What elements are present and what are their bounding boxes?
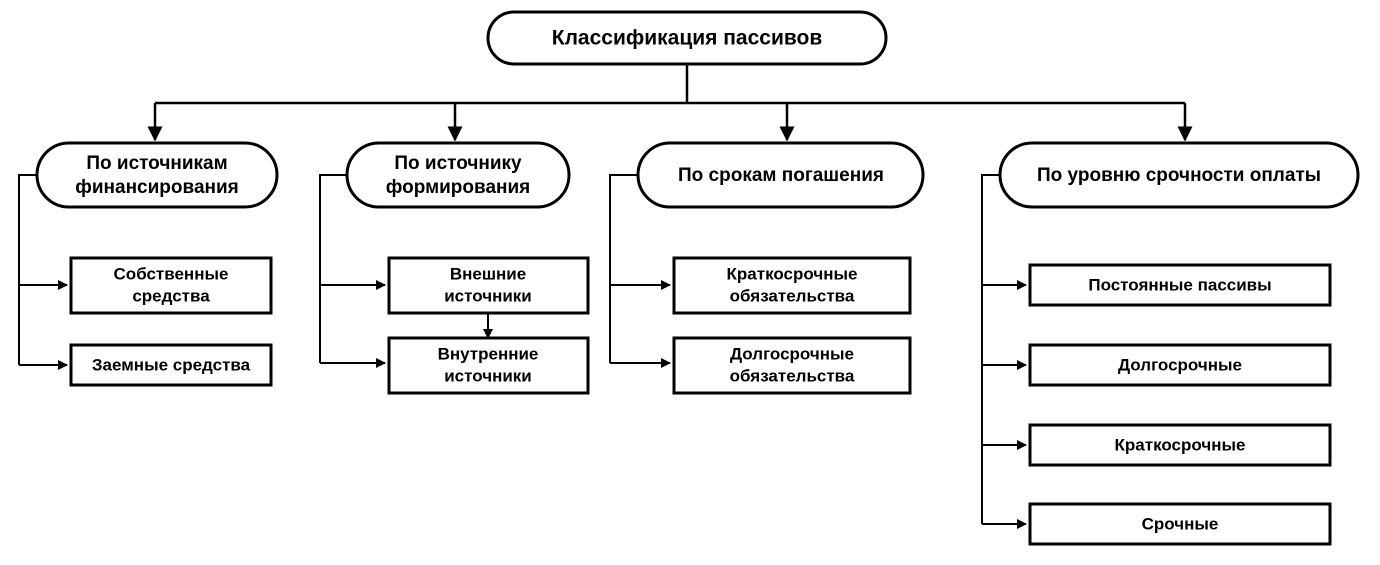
branch-2-spine [319,174,386,368]
branch-2-spine-line [319,174,347,363]
root-connector-bus [147,64,1193,142]
branch-1-child-1-label-line2: средства [132,286,210,305]
branch-4-spine [981,174,1027,529]
branch-1-child-1-shape [69,256,273,315]
root-node[interactable]: Классификация пассивов [486,10,888,66]
branch-1-node[interactable]: По источникам финансирования [35,141,279,209]
branch-2-child-2-shape [387,336,590,395]
branch-4-child-3-shape [1028,423,1332,467]
branch-3-spine-line [609,174,638,363]
branch-1-child-1-label-line1: Собственные [114,264,229,283]
branch-4-child-4-label-line1: Срочные [1142,514,1219,533]
branch-4-child-2-shape [1028,343,1332,387]
branch-3-spine [609,174,671,368]
branch-2-label-line1: По источнику [394,153,522,174]
branch-2-node[interactable]: По источнику формирования [345,141,571,209]
branch-1-child-2[interactable]: Заемные средства [69,343,273,387]
branch-1-child-1[interactable]: Собственные средства [69,256,273,315]
branch-3-label-line1: По срокам погашения [678,165,884,186]
branch-1-spine [18,174,68,370]
branch-2-label-line2: формирования [386,177,531,198]
branch-2-child-1-shape [387,256,590,315]
branch-2-child-1-label-line1: Внешние [450,264,526,283]
branch-2-child-2-label-line2: источники [444,366,532,385]
branch-1-spine-line [18,174,37,365]
branch-4-node[interactable]: По уровню срочности оплаты [998,141,1360,209]
branch-4-label-line1: По уровню срочности оплаты [1037,165,1321,186]
branch-3-child-2-shape [672,336,912,395]
branch-4-child-4-shape [1028,502,1332,546]
branch-4-child-2-label-line1: Долгосрочные [1118,355,1242,374]
branch-3-child-1-shape [672,256,912,315]
branch-4-spine-line [981,174,1000,524]
branch-4-child-4[interactable]: Срочные [1028,502,1332,546]
branch-3-child-1-label-line2: обязательства [730,286,855,305]
branch-3-node[interactable]: По срокам погашения [636,141,925,209]
branch-4-child-3-label-line1: Краткосрочные [1115,435,1246,454]
branch-2-child-2[interactable]: Внутренние источники [387,336,590,395]
branch-3-child-2-label-line1: Долгосрочные [730,344,854,363]
branch-3-child-2[interactable]: Долгосрочные обязательства [672,336,912,395]
branch-4-child-2[interactable]: Долгосрочные [1028,343,1332,387]
branch-1-label-line2: финансирования [75,177,239,198]
branch-2-child-1[interactable]: Внешние источники [387,256,590,315]
branch-4-child-3[interactable]: Краткосрочные [1028,423,1332,467]
root-node-label: Классификация пассивов [552,27,823,50]
branch-3-child-1-label-line1: Краткосрочные [727,264,858,283]
branch-4-child-1-label-line1: Постоянные пассивы [1088,275,1271,294]
branch-1-child-2-shape [69,343,273,387]
branch-4-child-1[interactable]: Постоянные пассивы [1028,263,1332,307]
branch-1-child-2-label-line1: Заемные средства [92,355,251,374]
branch-1-label-line1: По источникам [86,153,227,174]
branch-3-child-1[interactable]: Краткосрочные обязательства [672,256,912,315]
branch-2-child-1-label-line2: источники [444,286,532,305]
branch-2-child-2-label-line1: Внутренние [438,344,539,363]
branch-4-child-1-shape [1028,263,1332,307]
branch-3-child-2-label-line2: обязательства [730,366,855,385]
